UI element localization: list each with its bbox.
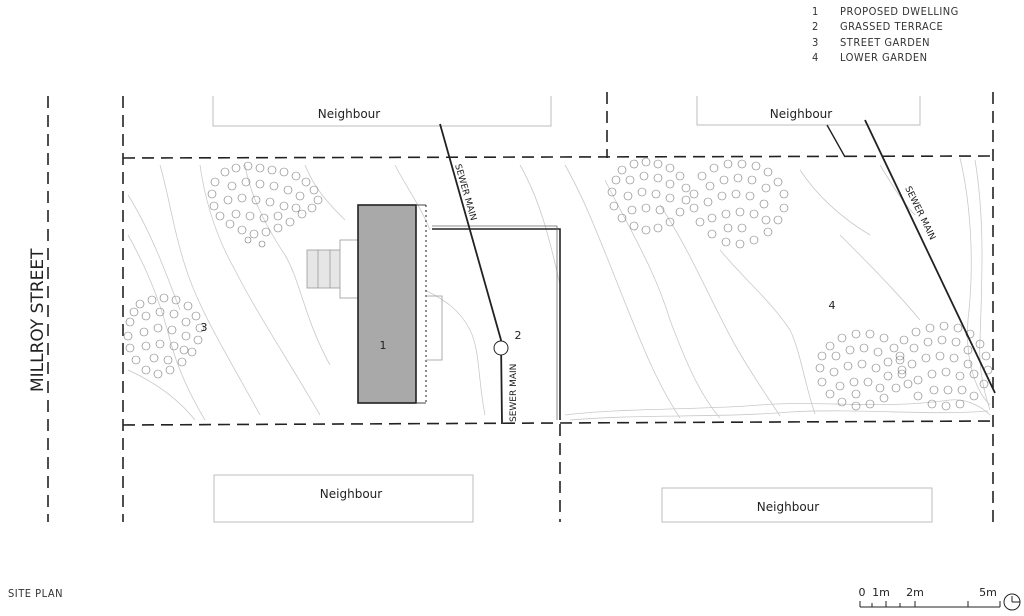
entry-steps [306,249,344,289]
legend-num-3: 3 [812,36,819,49]
tree-lower-4 [895,321,993,411]
legend-num-2: 2 [812,20,819,33]
legend-num-4: 4 [812,51,819,64]
neighbour-bottom-right-outline [661,487,933,523]
zone-label-1: 1 [380,339,387,352]
neighbour-bottom-left-outline [213,474,474,523]
scale-tick-1m: 1m [872,586,890,599]
tree-lower-1 [607,157,691,235]
deck-outline [426,295,443,361]
site-boundary-top [122,155,994,159]
site-boundary-bottom [122,420,994,426]
neighbour-label-bottom-left: Neighbour [320,487,382,501]
zone-label-2: 2 [515,329,522,342]
legend-text-4: LOWER GARDEN [840,51,928,64]
north-arrow-icon [1003,593,1021,611]
scale-tick-2m: 2m [906,586,924,599]
legend: 1 PROPOSED DWELLING 2 GRASSED TERRACE 3 … [812,5,959,64]
entry-landing [339,239,359,299]
sewer-label-lower: SEWER MAIN [509,364,519,422]
legend-num-1: 1 [812,5,819,18]
scale-tick-0: 0 [859,586,866,599]
tree-lower-3 [815,329,907,411]
scale-bar: 0 1m 2m 5m [859,586,1001,608]
zone-label-3: 3 [201,321,208,334]
neighbour-top-left-outline [212,96,552,127]
sewer-main-line-right [864,119,996,394]
contour-lines [127,157,991,421]
tree-lower-2 [689,159,789,249]
legend-text-1: PROPOSED DWELLING [840,5,959,18]
terrace-retaining-wall [432,228,561,420]
neighbour-label-top-left: Neighbour [318,107,380,121]
sewer-branch-line [826,124,846,158]
legend-text-2: GRASSED TERRACE [840,20,943,33]
sewer-manhole-icon [493,340,509,356]
tree-street-2 [123,293,205,379]
neighbour-label-top-right: Neighbour [770,107,832,121]
scale-tick-5m: 5m [979,586,997,599]
dwelling-footprint [357,204,417,404]
site-plan-title: SITE PLAN [8,587,63,600]
neighbour-top-right-outline [696,96,921,126]
zone-label-4: 4 [829,299,836,312]
neighbour-label-bottom-right: Neighbour [757,500,819,514]
tree-street-1 [207,161,323,248]
proposed-dwelling [306,204,443,404]
street-label: MILLROY STREET [28,248,48,392]
sewer-main-line-left [439,123,503,425]
legend-text-3: STREET GARDEN [840,36,930,49]
